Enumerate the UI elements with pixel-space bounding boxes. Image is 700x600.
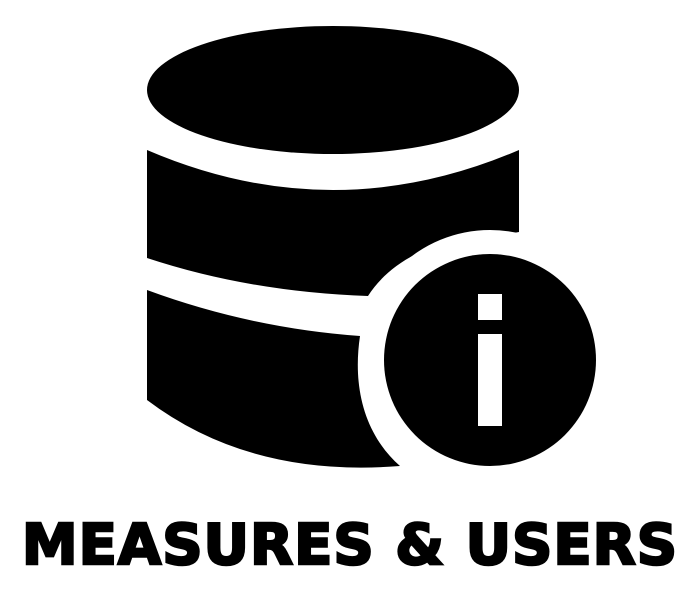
info-badge-dot <box>478 294 502 320</box>
database-top-disk <box>147 26 519 154</box>
database-icon <box>147 26 519 468</box>
database-bottom-segment <box>147 290 400 468</box>
database-info-graphic <box>147 26 596 468</box>
info-icon <box>384 254 596 466</box>
info-badge-stem <box>478 334 502 426</box>
database-middle-segment <box>147 150 519 296</box>
caption-title: MEASURES & USERS <box>21 511 679 579</box>
